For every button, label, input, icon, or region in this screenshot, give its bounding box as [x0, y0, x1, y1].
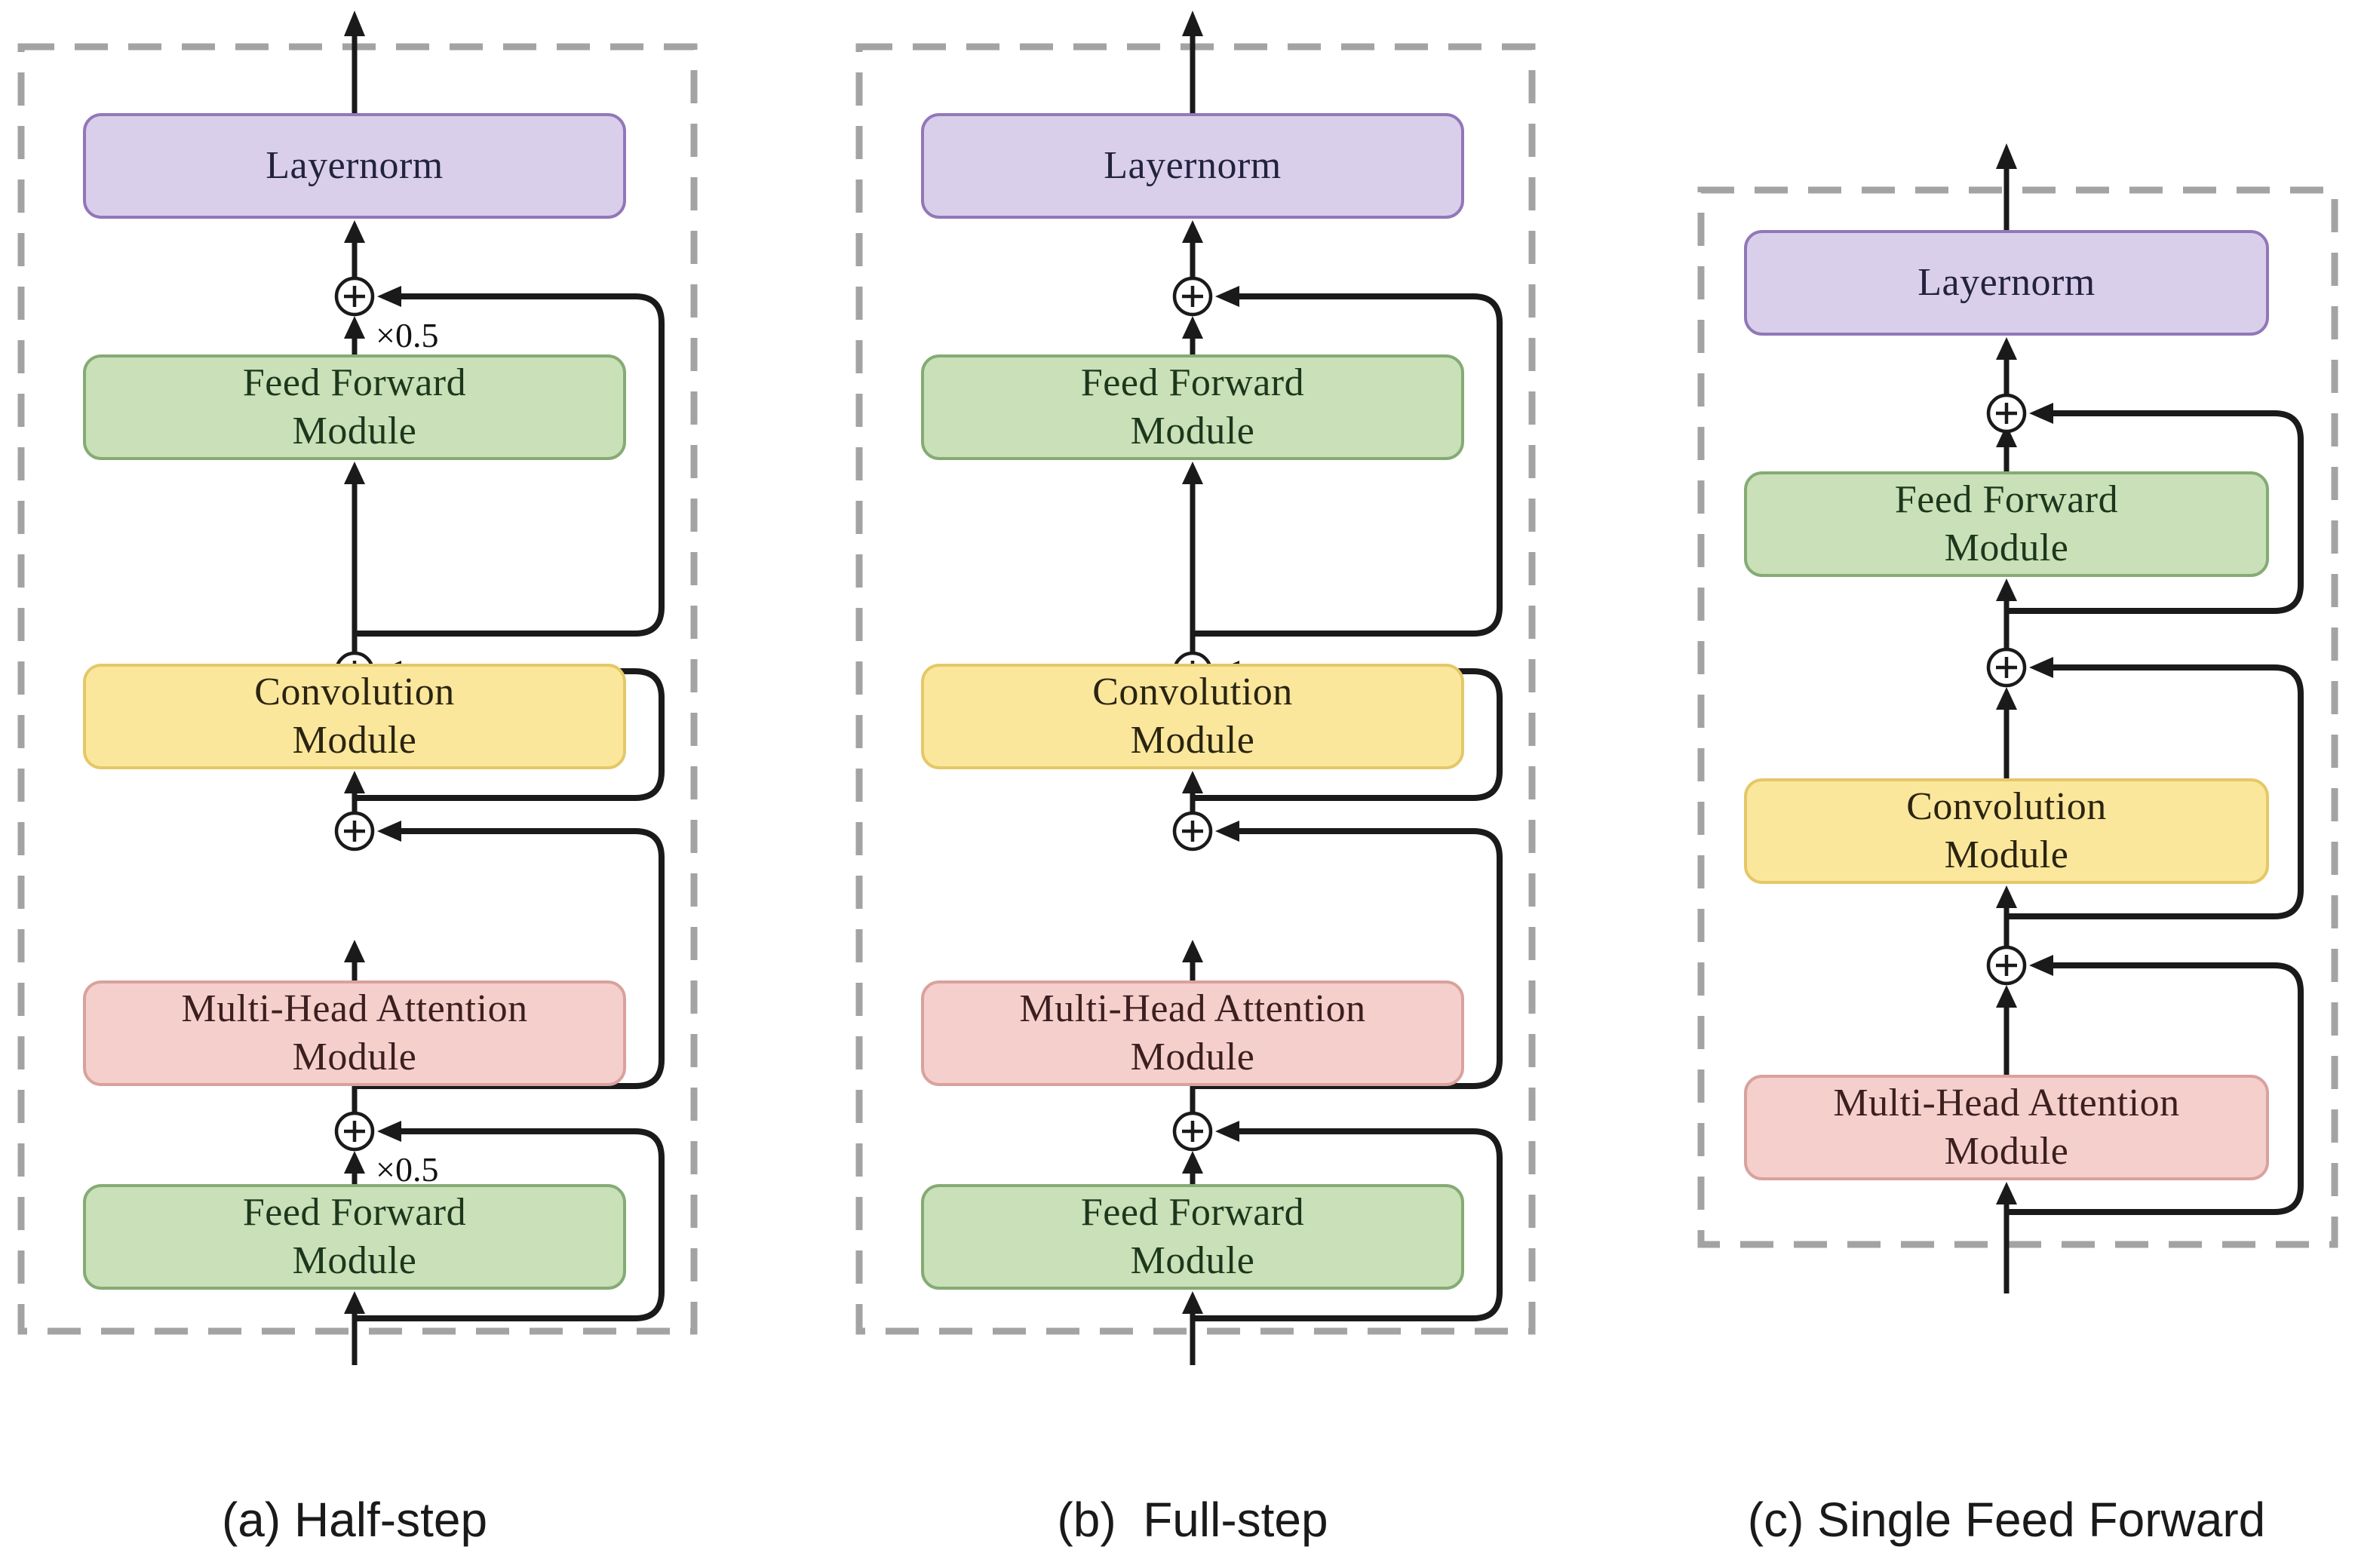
layernorm-box: Layernorm [83, 113, 626, 219]
mha-label-line1: Multi-Head Attention [1019, 987, 1366, 1030]
mha-label-line2: Module [1944, 1130, 2069, 1173]
diagram-a-caption: (a) Half-step [221, 1493, 488, 1547]
circled-plus-icon [1988, 395, 2025, 431]
feed-forward-label-line2: Module [1130, 410, 1255, 453]
circled-plus-icon [1174, 1113, 1211, 1149]
diagram-c-caption: (c) Single Feed Forward [1747, 1493, 2266, 1547]
diagram-b-caption: (b) Full-step [1057, 1493, 1328, 1547]
multi-head-attention-module-box: Multi-Head Attention Module [83, 980, 626, 1086]
convolution-label-line1: Convolution [254, 670, 455, 713]
diagram-c-residual-connections [2007, 410, 2304, 1215]
layernorm-label: Layernorm [266, 144, 444, 187]
feed-forward-label-line1: Feed Forward [1080, 361, 1305, 404]
mha-label-line2: Module [1130, 1036, 1255, 1079]
diagram-a-boundary [17, 43, 698, 1335]
feed-forward-module-box: Feed Forward Module [921, 1184, 1464, 1290]
layernorm-box: Layernorm [1744, 230, 2269, 336]
feed-forward-module-box: Feed Forward Module [921, 354, 1464, 460]
feed-forward-label-line2: Module [1944, 526, 2069, 569]
feed-forward-module-box: Feed Forward Module [83, 354, 626, 460]
convolution-module-box: Convolution Module [1744, 778, 2269, 884]
mha-label-line2: Module [292, 1036, 417, 1079]
circled-plus-icon [1174, 813, 1211, 849]
feed-forward-label-line1: Feed Forward [242, 1191, 467, 1234]
convolution-module-box: Convolution Module [83, 664, 626, 769]
convolution-label-line1: Convolution [1092, 670, 1293, 713]
convolution-label-line1: Convolution [1906, 785, 2107, 828]
mha-label-line1: Multi-Head Attention [181, 987, 528, 1030]
circled-plus-icon [336, 1113, 373, 1149]
feed-forward-label-line2: Module [292, 1239, 417, 1282]
feed-forward-label-line2: Module [1130, 1239, 1255, 1282]
convolution-label-line2: Module [1130, 719, 1255, 762]
convolution-label-line2: Module [292, 719, 417, 762]
circled-plus-icon [1988, 649, 2025, 686]
circled-plus-icon [1174, 278, 1211, 315]
circled-plus-icon [336, 813, 373, 849]
feed-forward-label-line1: Feed Forward [242, 361, 467, 404]
diagram-c-residual-arrowheads [2029, 403, 2053, 976]
feed-forward-module-box: Feed Forward Module [1744, 471, 2269, 577]
diagram-b-residual-connections [1193, 293, 1503, 1321]
feed-forward-label-line1: Feed Forward [1080, 1191, 1305, 1234]
convolution-module-box: Convolution Module [921, 664, 1464, 769]
layernorm-label: Layernorm [1104, 144, 1282, 187]
circled-plus-icon [1988, 947, 2025, 983]
circled-plus-icon [336, 278, 373, 315]
layernorm-label: Layernorm [1917, 261, 2096, 304]
convolution-label-line2: Module [1944, 833, 2069, 876]
diagram-b-boundary [855, 43, 1536, 1335]
feed-forward-module-box: Feed Forward Module [83, 1184, 626, 1290]
diagram-a-residual-connections [355, 293, 665, 1321]
feed-forward-label-line1: Feed Forward [1894, 478, 2119, 521]
multi-head-attention-module-box: Multi-Head Attention Module [921, 980, 1464, 1086]
diagram-c-boundary [1697, 186, 2338, 1248]
residual-scale-label: ×0.5 [376, 316, 439, 354]
residual-scale-label: ×0.5 [376, 1150, 439, 1189]
mha-label-line1: Multi-Head Attention [1833, 1082, 2180, 1125]
feed-forward-label-line2: Module [292, 410, 417, 453]
layernorm-box: Layernorm [921, 113, 1464, 219]
diagram-c-arrowheads [1996, 143, 2017, 1204]
multi-head-attention-module-box: Multi-Head Attention Module [1744, 1075, 2269, 1180]
